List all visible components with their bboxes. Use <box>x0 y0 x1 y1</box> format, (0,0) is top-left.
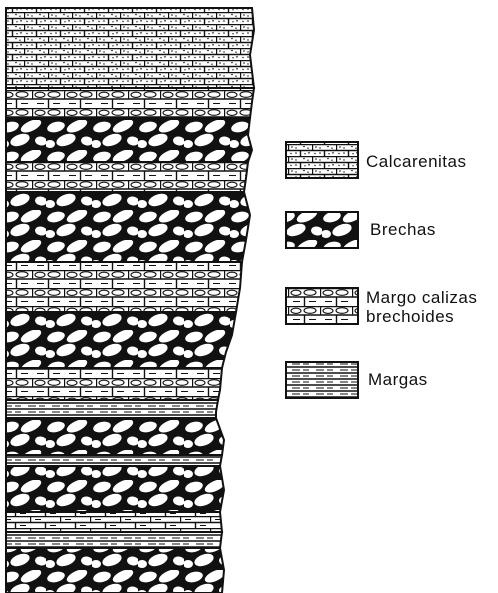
legend-label-margas: Margas <box>368 370 428 389</box>
layer-brechas <box>6 548 224 593</box>
layer-margocalizas <box>6 162 248 192</box>
layer-margas <box>6 400 218 418</box>
legend-label-calcarenitas: Calcarenitas <box>366 152 467 171</box>
layer-brechas <box>6 466 224 512</box>
legend-label-brechoides: brechoides <box>366 307 454 326</box>
breccia-pattern <box>286 212 358 248</box>
layer-margas <box>6 532 222 548</box>
column-layers <box>6 8 254 593</box>
layer-margocalizas <box>6 88 254 118</box>
legend-label-margocalizas: Margo calizas <box>366 288 477 307</box>
layer-brechas <box>6 118 252 162</box>
layer-calcarenitas <box>6 8 254 88</box>
layer-margocalizas <box>6 512 222 532</box>
marl-pattern <box>286 362 358 398</box>
layer-margocalizas <box>6 262 242 312</box>
layer-brechas <box>6 192 250 262</box>
calcarenite-pattern <box>286 142 358 178</box>
legend <box>286 142 358 398</box>
layer-margas <box>6 455 222 466</box>
breccia-limestone-pattern <box>286 288 358 324</box>
layer-brechas <box>6 418 224 455</box>
layer-brechas <box>6 312 236 368</box>
layer-margocalizas <box>6 368 222 400</box>
legend-label-brechas: Brechas <box>370 220 436 239</box>
